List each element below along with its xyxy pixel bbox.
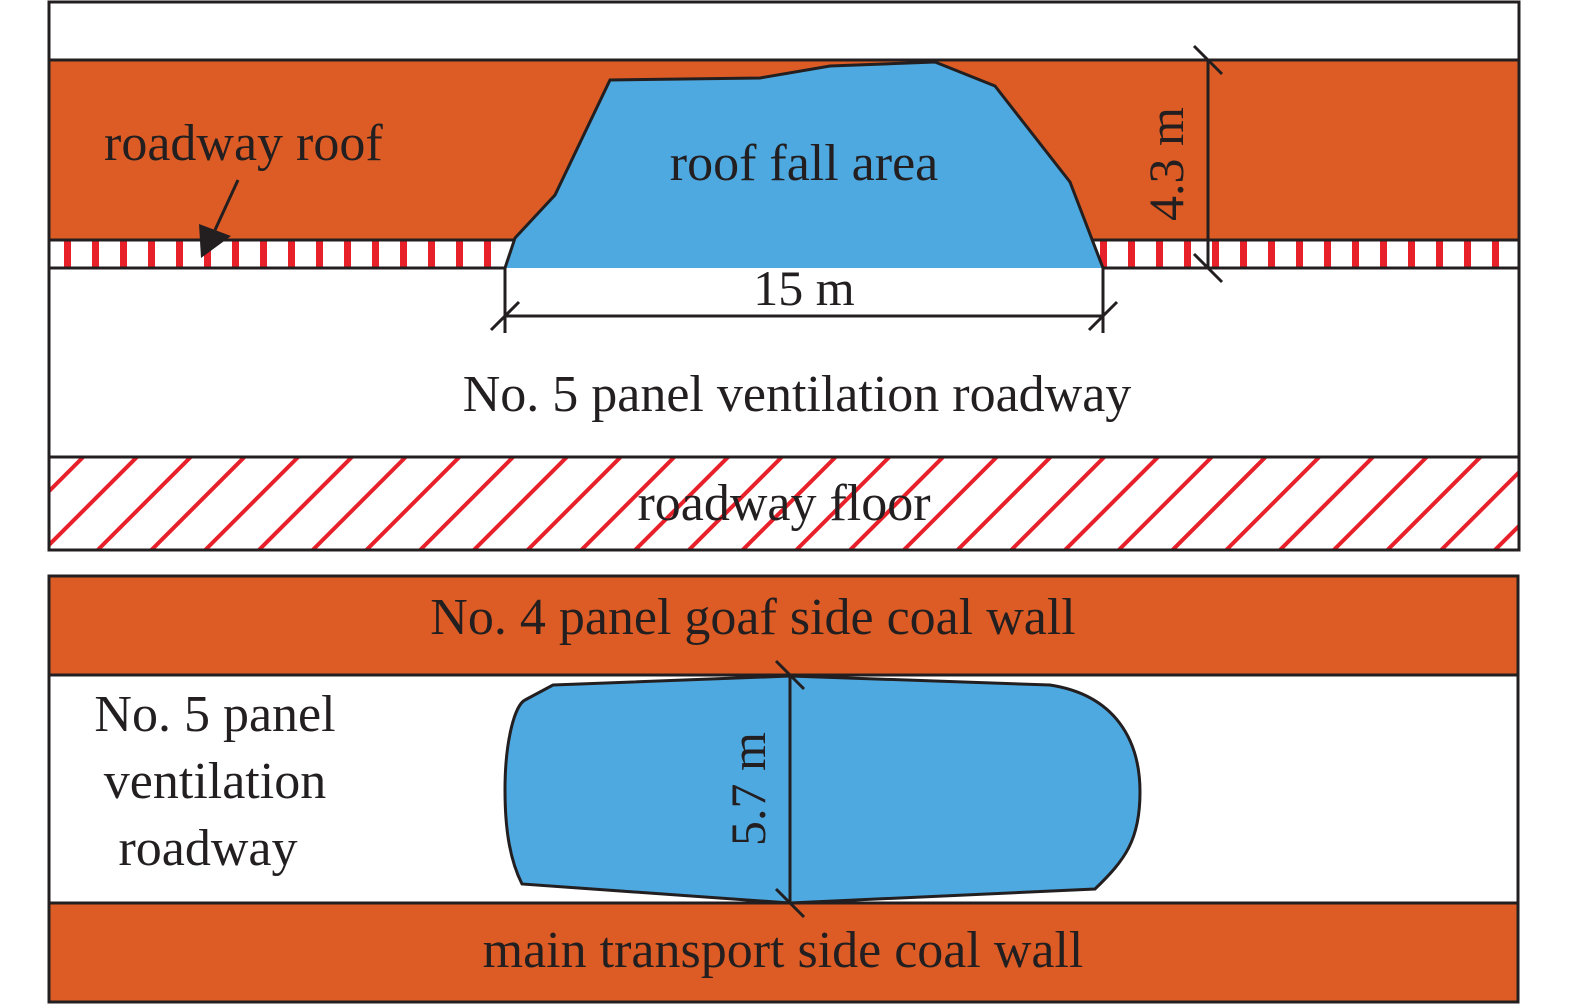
plan-roadway-label-line-2: ventilation — [104, 753, 326, 810]
plan-roadway-label-line-3: roadway — [118, 820, 297, 877]
roof-support-strip-left — [49, 240, 511, 268]
section-view: roadway roof roof fall area 4.3 m 15 m N… — [47, 0, 1521, 552]
floor-strata — [49, 457, 1519, 550]
roof-fall-area — [505, 62, 1103, 268]
roof-fall-footprint — [503, 674, 1142, 905]
roof-fall-label: roof fall area — [670, 135, 938, 192]
width-dimension-label: 5.7 m — [720, 732, 776, 846]
floor-label: roadway floor — [637, 475, 930, 532]
roof-label: roadway roof — [104, 115, 383, 172]
width-tick-top — [774, 659, 806, 691]
length-dimension-label: 15 m — [753, 260, 855, 316]
height-dimension: 4.3 m — [1138, 44, 1224, 284]
arrow-head-icon — [199, 224, 231, 258]
length-tick-right — [1087, 300, 1119, 332]
plan-roadway-label-line-1: No. 5 panel — [94, 686, 335, 743]
plan-view: 5.7 m No. 4 panel goaf side coal wall ma… — [47, 574, 1520, 1004]
section-frame-outline — [47, 0, 1521, 552]
upper-wall-label: No. 4 panel goaf side coal wall — [430, 589, 1075, 646]
height-dimension-label: 4.3 m — [1138, 107, 1194, 221]
width-tick-bottom — [774, 887, 806, 919]
plan-frame-outline — [47, 574, 1520, 1004]
height-tick-bottom — [1192, 252, 1224, 284]
length-dimension: 15 m — [489, 260, 1119, 333]
roof-support-strip-right — [1100, 240, 1519, 268]
roof-fall-outline — [503, 60, 1105, 269]
lower-coal-wall — [49, 903, 1518, 1002]
roadway-label: No. 5 panel ventilation roadway — [463, 366, 1132, 423]
upper-coal-wall — [49, 576, 1518, 675]
roof-label-arrow-shaft — [213, 179, 240, 231]
lower-wall-label: main transport side coal wall — [483, 922, 1084, 979]
length-tick-left — [489, 300, 521, 332]
width-dimension: 5.7 m — [720, 659, 806, 919]
height-tick-top — [1192, 44, 1224, 76]
